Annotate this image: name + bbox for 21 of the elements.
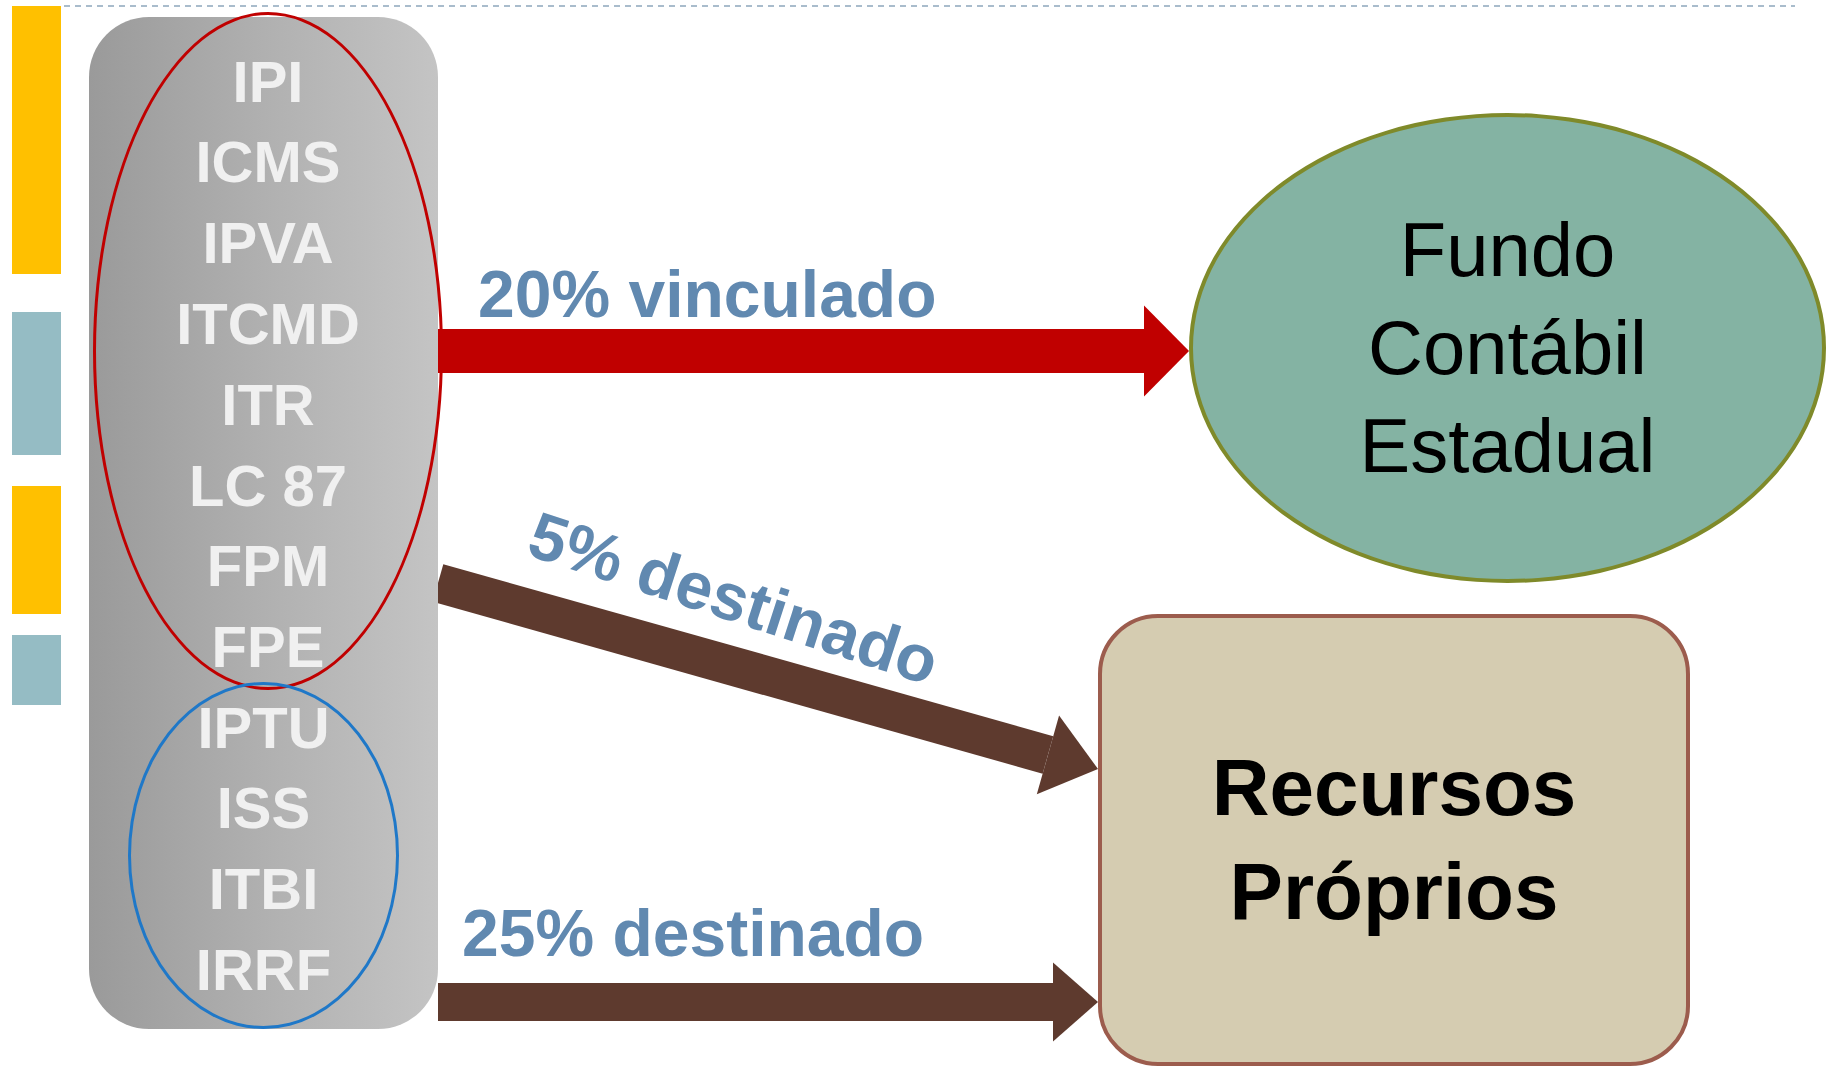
block-arrow xyxy=(438,305,1190,397)
tax-label: ITCMD xyxy=(176,292,360,356)
tax-label: FPE xyxy=(211,615,325,680)
block-arrow xyxy=(438,962,1098,1042)
ellipse-outline xyxy=(93,12,443,690)
tax-label: IRRF xyxy=(195,937,332,1002)
ellipse-outline xyxy=(128,682,399,1029)
tax-label: IPI xyxy=(232,49,304,114)
edge-label: 25% destinado xyxy=(462,900,925,966)
edge-label: 20% vinculado xyxy=(478,261,937,327)
tax-label: ICMS xyxy=(195,130,341,195)
tax-label: ITBI xyxy=(208,857,319,922)
tax-label: FPM xyxy=(206,534,330,599)
tax-label: ITR xyxy=(221,372,315,437)
node-label: Fundo Contábil Estadual xyxy=(1358,206,1657,490)
tax-label: ISS xyxy=(216,776,311,841)
tax-label: IPVA xyxy=(202,211,334,276)
node-label: Recursos Próprios xyxy=(1210,742,1578,938)
tax-label: LC 87 xyxy=(189,453,347,518)
tax-label: IPTU xyxy=(197,695,330,760)
resources-box xyxy=(1098,614,1690,1066)
